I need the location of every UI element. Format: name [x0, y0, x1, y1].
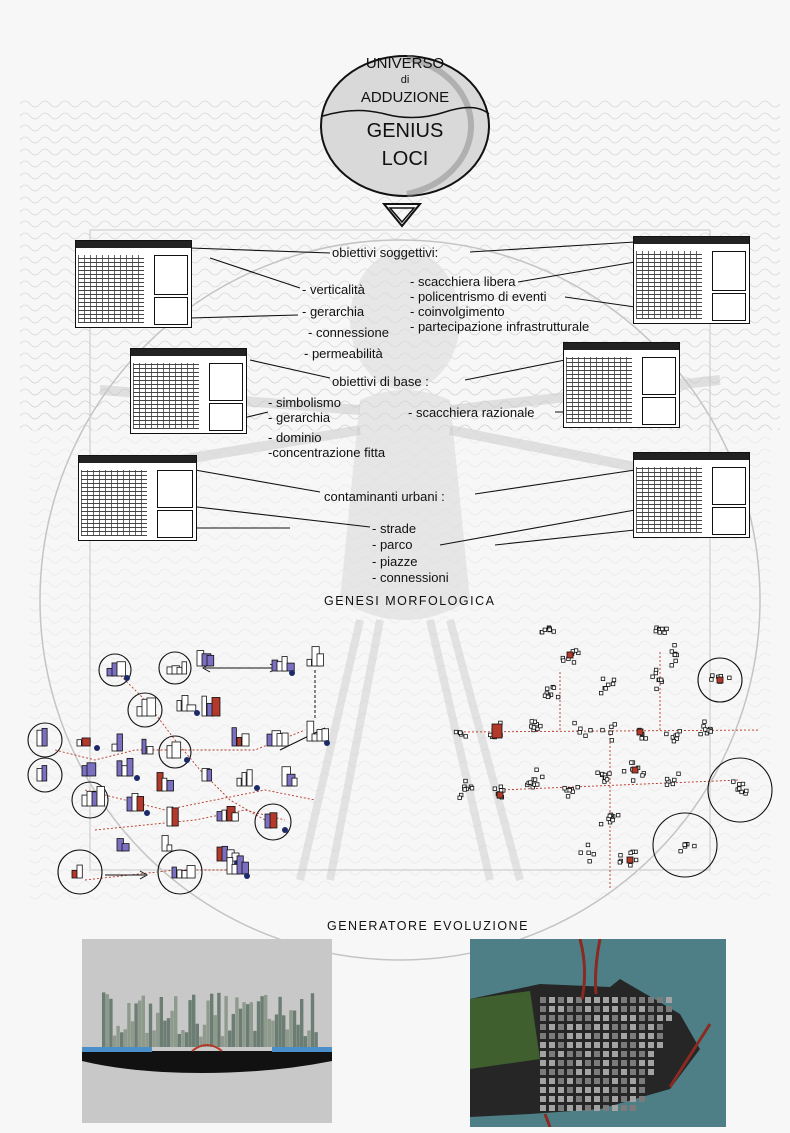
- base-left-item: - dominio: [268, 430, 322, 445]
- emblem-line-3: ADDUZIONE: [360, 89, 450, 106]
- analysis-sheet-top-right: [633, 236, 750, 324]
- base-left-item: - simbolismo: [268, 395, 341, 410]
- base-left-item: -concentrazione fitta: [268, 445, 386, 460]
- subjective-left-item: - permeabilità: [304, 346, 383, 361]
- morphology-diagram-right: [453, 625, 773, 890]
- analysis-sheet-top-left: [75, 240, 192, 328]
- subjective-left-item: - gerarchia: [302, 304, 365, 319]
- emblem-line-1: UNIVERSO: [365, 55, 445, 72]
- urban-contaminant-item: - piazze: [372, 554, 418, 569]
- subjective-right-item: - policentrismo di eventi: [410, 289, 547, 304]
- analysis-sheet-bottom-left: [78, 455, 197, 541]
- base-objectives-heading: obiettivi di base :: [332, 374, 429, 389]
- urban-contaminants-heading: contaminanti urbani :: [324, 489, 445, 504]
- subjective-right-item: - coinvolgimento: [410, 304, 505, 319]
- subjective-objectives-heading: obiettivi soggettivi:: [332, 245, 439, 260]
- aerial-city-render: [470, 939, 726, 1127]
- subjective-left-item: - connessione: [308, 325, 389, 340]
- analysis-sheet-bottom-right: [633, 452, 750, 538]
- base-right-item: - scacchiera razionale: [408, 405, 535, 420]
- emblem-line-2: di: [400, 74, 410, 86]
- evolution-generator-heading: GENERATORE EVOLUZIONE: [327, 919, 529, 933]
- subjective-right-item: - partecipazione infrastrutturale: [410, 319, 590, 334]
- down-arrow-icon: [381, 203, 423, 228]
- base-left-item: - gerarchia: [268, 410, 331, 425]
- morphology-diagram-left: [27, 646, 330, 895]
- subjective-right-item: - scacchiera libera: [410, 274, 516, 289]
- skyline-render: [82, 939, 332, 1123]
- subjective-left-item: - verticalità: [302, 282, 365, 297]
- emblem-line-4: GENIUS: [366, 120, 444, 142]
- emblem-line-5: LOCI: [381, 148, 429, 170]
- analysis-sheet-mid-right: [563, 342, 680, 428]
- urban-contaminant-item: - parco: [372, 537, 413, 552]
- genius-loci-emblem: [320, 55, 490, 197]
- urban-contaminant-item: - connessioni: [372, 570, 449, 585]
- analysis-sheet-mid-left: [130, 348, 247, 434]
- morphological-genesis-heading: GENESI MORFOLOGICA: [324, 594, 496, 608]
- urban-contaminant-item: - strade: [372, 521, 417, 536]
